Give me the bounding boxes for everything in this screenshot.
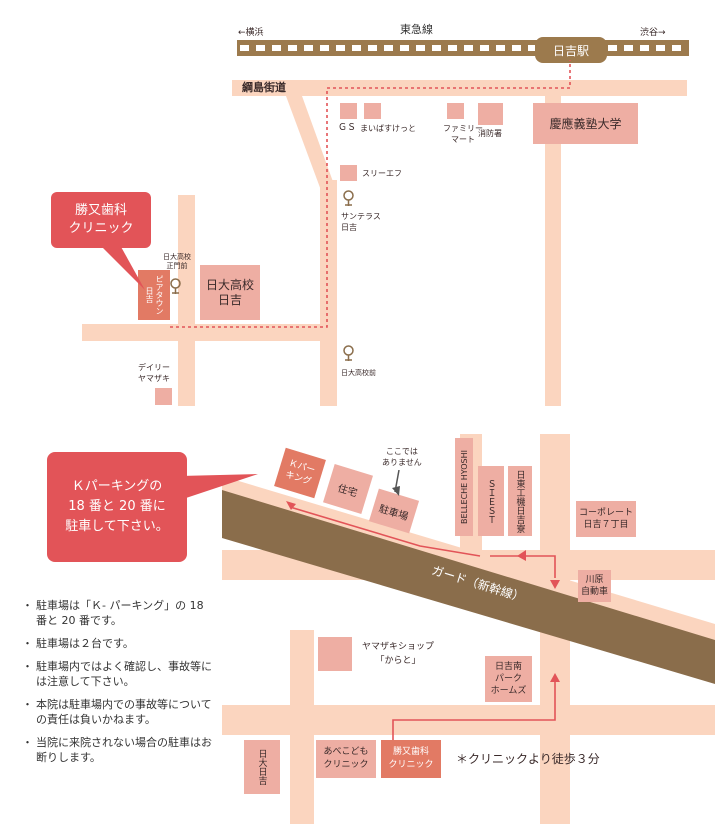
bus-stop-icon	[343, 345, 354, 361]
road-vertical-right	[545, 96, 561, 406]
building-fire-station	[478, 103, 503, 125]
building-corporate: コーポレート 日吉７丁目	[576, 501, 636, 537]
road-vertical-left	[178, 195, 195, 406]
parking-notes: ・駐車場は「Ｋ- パーキング」の 18 番と 20 番です。 ・駐車場は２台です…	[22, 598, 212, 773]
parking-callout: Ｋパーキングの 18 番と 20 番に 駐車して下さい。	[47, 452, 187, 562]
label-familymart: ファミリー マート	[443, 124, 483, 144]
building-siest: ＳＩＥＳＴ	[478, 466, 504, 536]
label-siest: ＳＩＥＳＴ	[485, 478, 496, 524]
label-hiyoshi: 日吉	[145, 287, 154, 303]
road-horizontal-left	[82, 324, 337, 341]
label-walk: ＊クリニックより徒歩３分	[456, 752, 600, 766]
note-item: ・駐車場内ではよく確認し、事故等には注意して下さい。	[22, 659, 212, 689]
note-text: 駐車場は「Ｋ- パーキング」の 18 番と 20 番です。	[36, 599, 204, 627]
building-yamazaki-shop	[318, 637, 352, 671]
station-hiyoshi[interactable]: 日吉駅	[535, 37, 607, 63]
building-piatown-clinic[interactable]: 日吉 ピアタウン	[138, 270, 170, 320]
building-kawahara: 川原 自動車	[578, 570, 611, 602]
note-item: ・本院は駐車場内での事故等についての責任は負いかねます。	[22, 697, 212, 727]
building-gs	[340, 103, 357, 119]
building-park-homes: 日吉南 パーク ホームズ	[485, 656, 532, 702]
building-katsumata-clinic[interactable]: 勝又歯科 クリニック	[381, 740, 441, 778]
station-label: 日吉駅	[552, 43, 589, 58]
note-text: 本院は駐車場内での事故等についての責任は負いかねます。	[36, 698, 212, 726]
direction-shibuya: 渋谷→	[640, 28, 666, 38]
callout-pointer	[180, 474, 258, 500]
note-bullet: ・	[22, 736, 33, 749]
building-daily-yamazaki	[155, 388, 172, 405]
label-busstop-santerrace: サンテラス 日吉	[341, 212, 381, 232]
arrow-down-icon	[392, 470, 400, 496]
label-threef: スリーエフ	[362, 169, 402, 178]
note-item: ・駐車場は「Ｋ- パーキング」の 18 番と 20 番です。	[22, 598, 212, 628]
building-belleche: BELLECHE HYOSHI	[455, 438, 473, 536]
label-mybasket: まいばすけっと	[360, 124, 416, 133]
route-path-upper	[170, 60, 571, 328]
note-bullet: ・	[22, 599, 33, 612]
label-piatown: ピアタウン	[155, 275, 164, 315]
label-daily-yamazaki: デイリー ヤマザキ	[138, 363, 170, 383]
note-text: 駐車場内ではよく確認し、事故等には注意して下さい。	[36, 660, 212, 688]
road-name: 綱島街道	[242, 81, 286, 94]
bus-stop-icon	[343, 190, 354, 206]
note-bullet: ・	[22, 637, 33, 650]
label-yamazaki-shop: ヤマザキショップ 「からと」	[362, 642, 435, 666]
label-nittoko: 日東工機日吉寮	[514, 469, 525, 533]
note-text: 駐車場は２台です。	[36, 637, 134, 650]
label-busstop-nichidai: 日大高校前	[341, 369, 376, 377]
note-item: ・駐車場は２台です。	[22, 636, 212, 651]
bus-stop-icon	[170, 278, 181, 294]
label-fire-station: 消防署	[478, 129, 502, 138]
building-mybasket	[364, 103, 381, 119]
note-text: 当院に来院されない場合の駐車はお断りします。	[36, 736, 212, 764]
building-nittoko: 日東工機日吉寮	[508, 466, 532, 536]
building-abe-clinic: あべこども クリニック	[316, 740, 376, 778]
note-bullet: ・	[22, 660, 33, 673]
building-keio: 慶應義塾大学	[533, 103, 638, 144]
building-nichidai: 日大高校 日吉	[200, 265, 260, 320]
building-nichidai-hiyoshi: 日大日吉	[244, 740, 280, 794]
building-familymart	[447, 103, 464, 119]
road-vertical-main	[320, 180, 337, 406]
note-item: ・当院に来院されない場合の駐車はお断りします。	[22, 735, 212, 765]
callout-pointer	[100, 245, 145, 290]
rail-name: 東急線	[400, 23, 433, 36]
note-bullet: ・	[22, 698, 33, 711]
label-gs: ＧＳ	[338, 123, 357, 133]
building-threef	[340, 165, 357, 181]
label-nichidai-hiyoshi: 日大日吉	[256, 749, 267, 785]
direction-yokohama: ←横浜	[238, 28, 264, 38]
clinic-callout-upper: 勝又歯科 クリニック	[51, 192, 151, 248]
label-busstop-seimon: 日大高校 正門前	[163, 253, 191, 270]
label-not-here: ここでは ありません	[382, 447, 422, 467]
